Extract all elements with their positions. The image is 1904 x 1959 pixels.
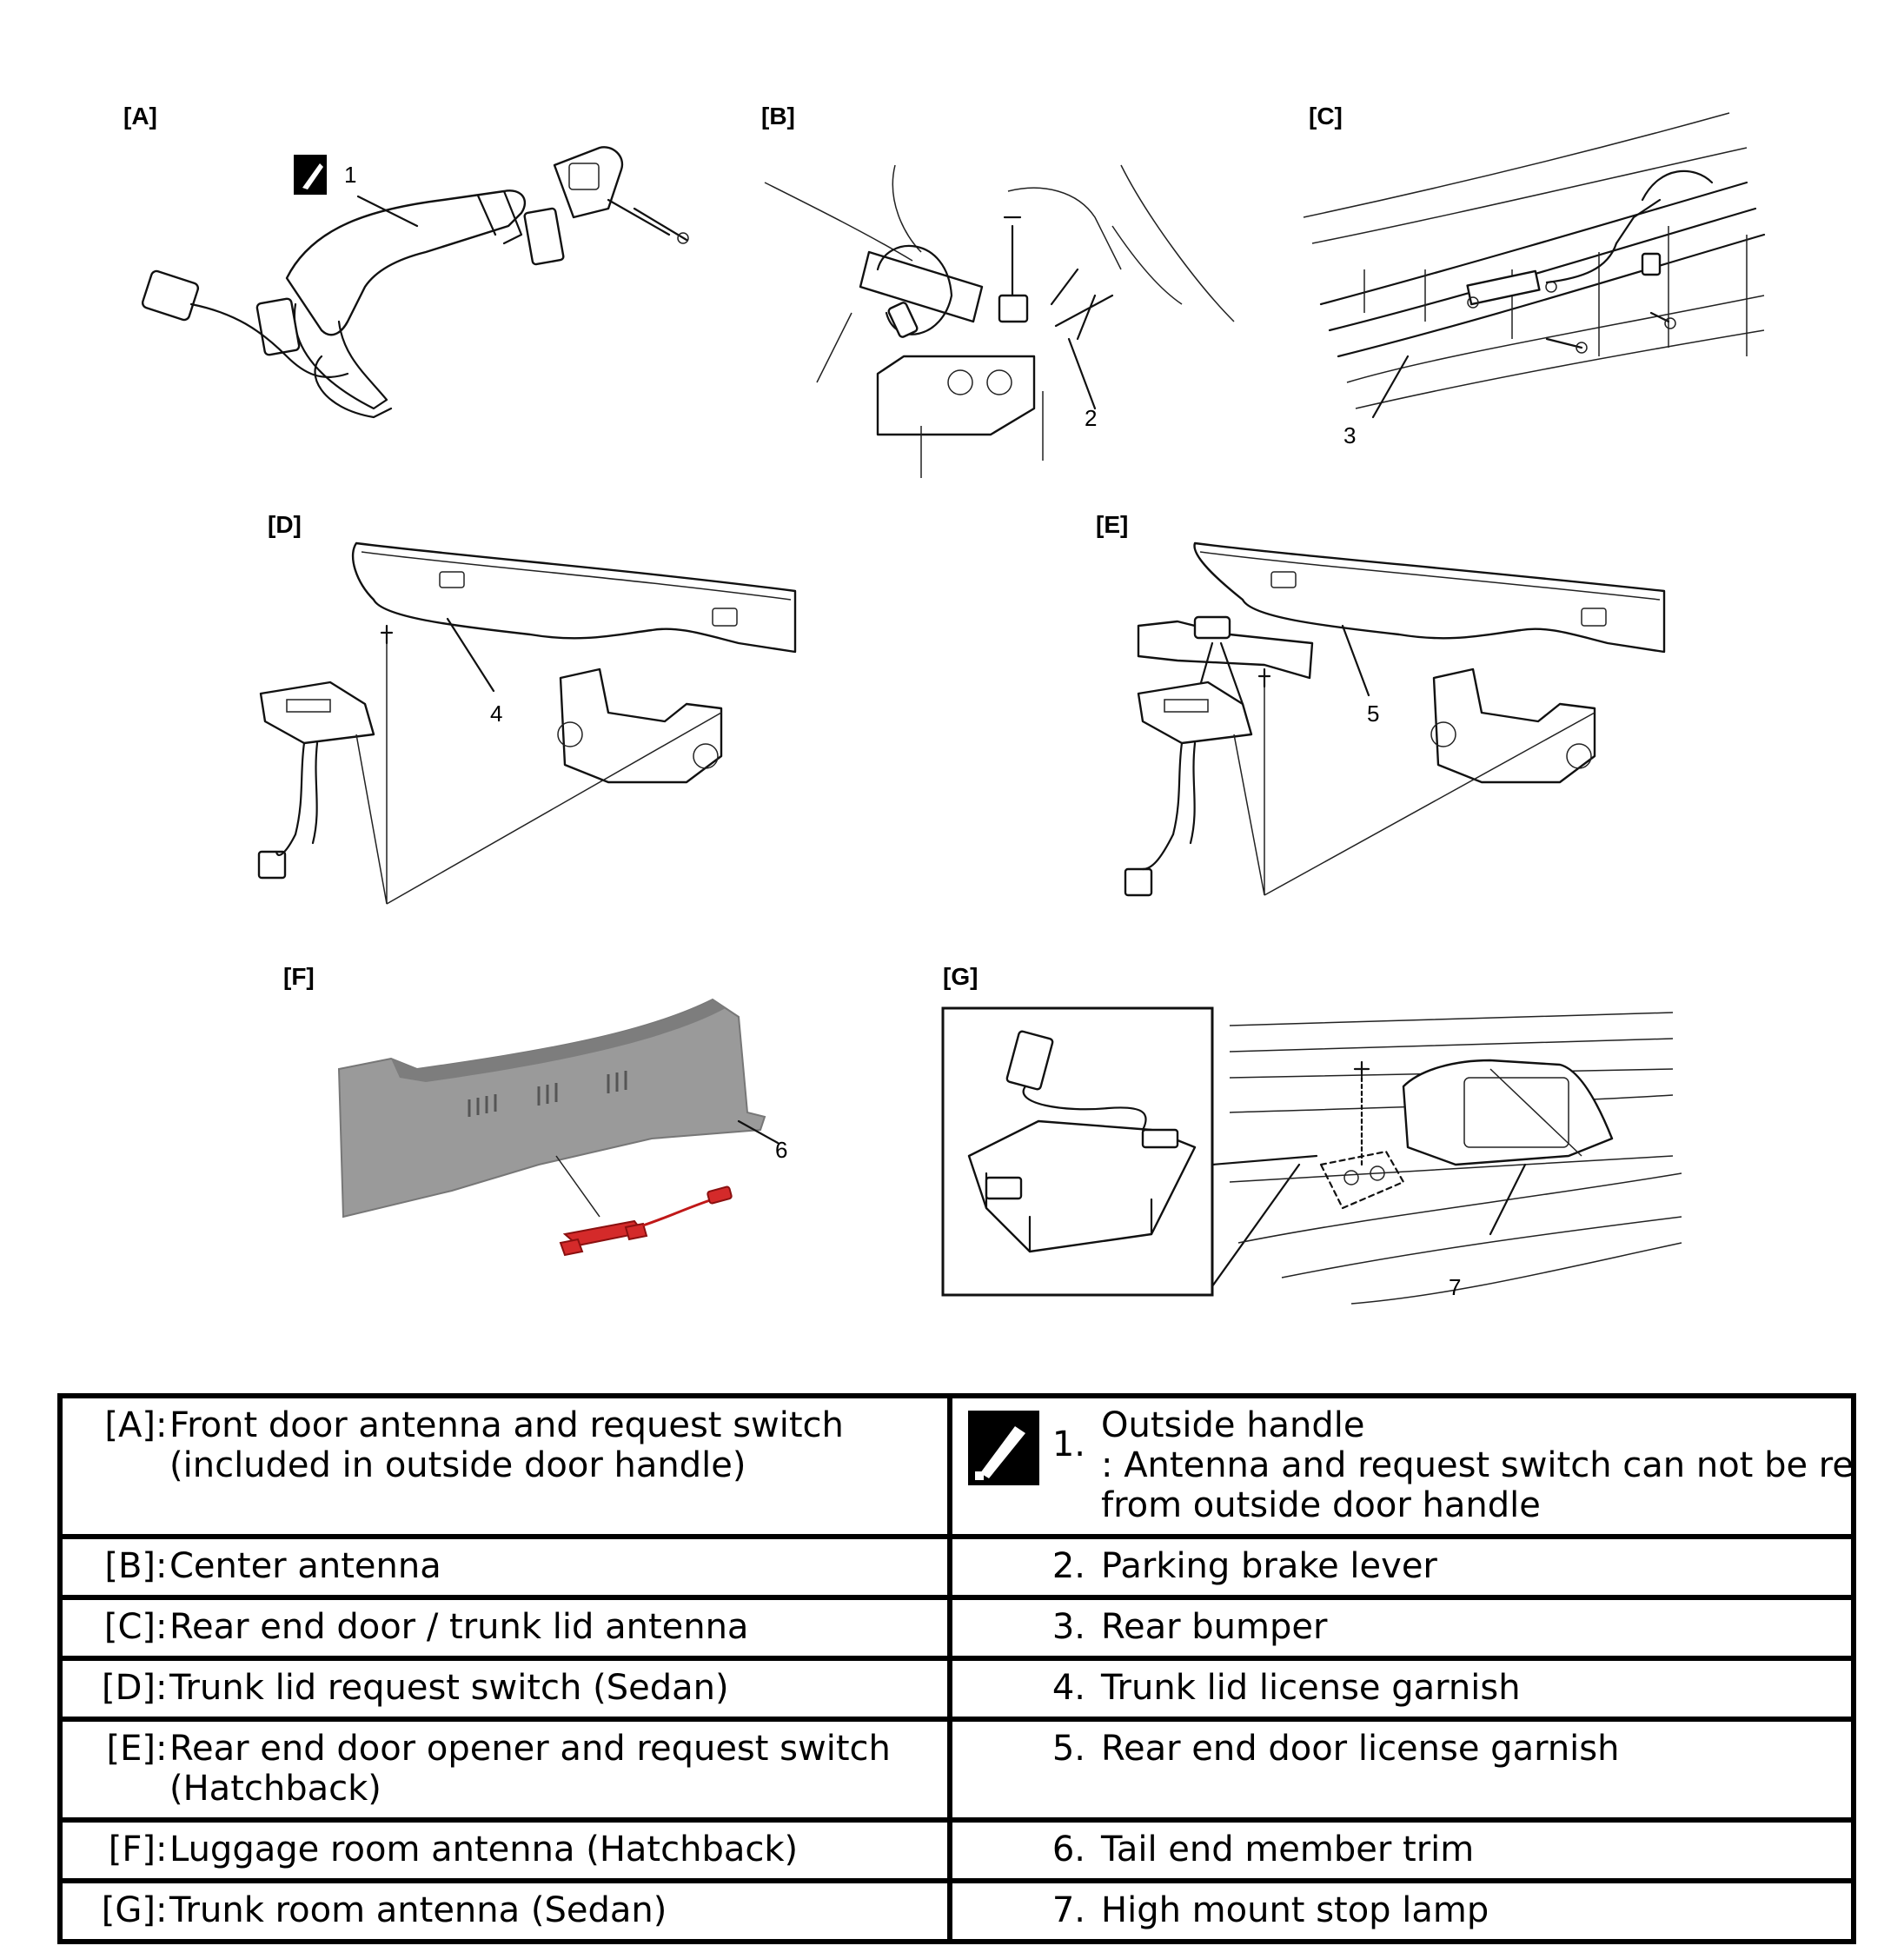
legend-text-b: Center antenna — [169, 1546, 441, 1586]
callout-7: 7 — [1449, 1274, 1461, 1300]
rear-door-switch-drawing: 5 — [1091, 504, 1682, 921]
legend-num-2: 2. — [1052, 1546, 1085, 1586]
luggage-room-antenna-drawing: 6 — [278, 956, 787, 1304]
callout-2: 2 — [1085, 405, 1097, 431]
outside-door-handle-drawing: 1 — [113, 96, 721, 435]
do-not-disassemble-icon — [968, 1411, 1039, 1485]
legend-table: [A] : Front door antenna and request swi… — [57, 1393, 1856, 1944]
panel-g: [G] 7 — [934, 956, 1699, 1338]
legend-cell-a: [A] : Front door antenna and request swi… — [57, 1393, 952, 1539]
legend-desc-1-2: : Antenna and request switch can not be … — [1101, 1445, 1851, 1485]
legend-row-e: [E] : Rear end door opener and request s… — [57, 1717, 1856, 1823]
callout-6: 6 — [775, 1137, 787, 1163]
legend-desc-6: Tail end member trim — [1101, 1830, 1475, 1869]
panel-b: [B] 2 — [747, 96, 1234, 487]
legend-num-6: 6. — [1052, 1830, 1085, 1869]
panel-label-g: [G] — [943, 963, 979, 990]
legend-cell-1: 1. Outside handle : Antenna and request … — [947, 1393, 1856, 1539]
legend-row-f: [F] : Luggage room antenna (Hatchback) 6… — [57, 1817, 1856, 1883]
panel-a: [A] 1 — [113, 96, 721, 435]
legend-desc-2: Parking brake lever — [1101, 1546, 1437, 1586]
panel-c: [C] 3 — [1295, 96, 1781, 461]
legend-row-g: [G] : Trunk room antenna (Sedan) 7. High… — [57, 1878, 1856, 1944]
legend-row-a: [A] : Front door antenna and request swi… — [57, 1393, 1856, 1539]
callout-3: 3 — [1343, 422, 1356, 448]
legend-row-b: [B] : Center antenna 2. Parking brake le… — [57, 1534, 1856, 1600]
legend-desc-5: Rear end door license garnish — [1101, 1729, 1620, 1769]
legend-desc-7: High mount stop lamp — [1101, 1890, 1489, 1930]
center-antenna-drawing: 2 — [747, 96, 1234, 487]
legend-text-e-2: (Hatchback) — [169, 1769, 381, 1809]
panel-f: [F] 6 — [278, 956, 817, 1304]
legend-code-f: [F] — [108, 1830, 156, 1869]
legend-code-e: [E] — [106, 1729, 156, 1769]
legend-text-g: Trunk room antenna (Sedan) — [169, 1890, 667, 1930]
legend-code-g: [G] — [101, 1890, 156, 1930]
panel-e: [E] 5 — [1091, 504, 1682, 921]
callout-5: 5 — [1367, 701, 1379, 727]
legend-desc-1-3: from outside door handle — [1101, 1485, 1541, 1525]
legend-code-d: [D] — [101, 1668, 156, 1708]
panel-d: [D] 4 — [252, 504, 808, 921]
legend-code-a: [A] — [104, 1405, 156, 1445]
callout-4: 4 — [490, 701, 502, 727]
legend-text-a-1: Front door antenna and request switch — [169, 1405, 844, 1445]
rear-antenna-drawing: 3 — [1295, 96, 1781, 448]
panel-label-c: [C] — [1309, 103, 1343, 129]
do-not-disassemble-icon — [294, 155, 327, 195]
legend-num-4: 4. — [1052, 1668, 1085, 1708]
panel-label-f: [F] — [283, 963, 315, 990]
legend-code-c: [C] — [103, 1607, 156, 1647]
legend-code-b: [B] — [104, 1546, 156, 1586]
legend-num-3: 3. — [1052, 1607, 1085, 1647]
legend-text-a-2: (included in outside door handle) — [169, 1445, 746, 1485]
legend-text-e-1: Rear end door opener and request switch — [169, 1729, 891, 1769]
trunk-lid-switch-drawing: 4 — [252, 504, 808, 921]
callout-1: 1 — [344, 162, 356, 188]
legend-num-1: 1. — [1052, 1424, 1085, 1464]
legend-row-c: [C] : Rear end door / trunk lid antenna … — [57, 1595, 1856, 1661]
panel-label-b: [B] — [761, 103, 795, 129]
panel-label-e: [E] — [1096, 511, 1129, 538]
legend-text-d: Trunk lid request switch (Sedan) — [169, 1668, 729, 1708]
legend-text-f: Luggage room antenna (Hatchback) — [169, 1830, 799, 1869]
trunk-room-antenna-drawing: 7 — [934, 956, 1699, 1338]
legend-row-d: [D] : Trunk lid request switch (Sedan) 4… — [57, 1656, 1856, 1722]
legend-desc-4: Trunk lid license garnish — [1101, 1668, 1521, 1708]
legend-desc-1-1: Outside handle — [1101, 1405, 1365, 1445]
legend-num-5: 5. — [1052, 1729, 1085, 1769]
panel-label-a: [A] — [123, 103, 157, 129]
legend-desc-3: Rear bumper — [1101, 1607, 1328, 1647]
legend-num-7: 7. — [1052, 1890, 1085, 1930]
legend-text-c: Rear end door / trunk lid antenna — [169, 1607, 749, 1647]
panel-label-d: [D] — [268, 511, 302, 538]
